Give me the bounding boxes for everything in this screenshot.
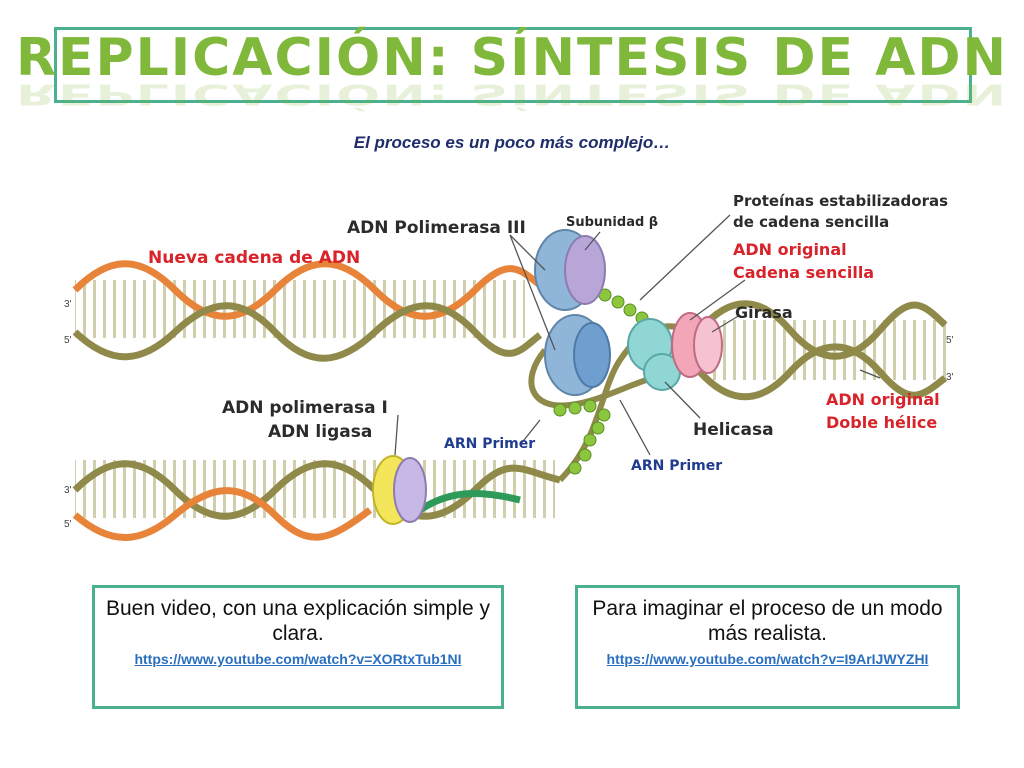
page-subtitle: El proceso es un poco más complejo… [0,133,1024,153]
upper-daughter-helix [75,264,540,359]
label-original-double-2: Doble hélice [826,413,937,432]
end-label: 5' [64,519,72,530]
label-beta-subunit: Subunidad β [566,215,658,230]
label-rna-primer-2: ARN Primer [631,458,722,474]
label-polymerase-i: ADN polimerasa I [222,398,388,418]
label-polymerase-iii: ADN Polimerasa III [347,218,526,238]
end-label: 5' [946,335,954,346]
video-link[interactable]: https://www.youtube.com/watch?v=XORtxTub… [95,649,501,670]
card-text: Buen video, con una explicación simple y… [95,588,501,646]
label-new-strand: Nueva cadena de ADN [148,248,360,268]
end-label: 3' [64,485,72,496]
label-ssb-1: Proteínas estabilizadoras [733,192,948,210]
video-link[interactable]: https://www.youtube.com/watch?v=I9ArIJWY… [578,649,957,670]
dna-polymerase-i [373,456,426,524]
label-original-single-2: Cadena sencilla [733,263,874,282]
label-ssb-2: de cadena sencilla [733,213,889,231]
dna-replication-diagram: ADN Polimerasa III Subunidad β Nueva cad… [0,160,1024,580]
card-text: Para imaginar el proceso de un modo más … [578,588,957,646]
label-original-single-1: ADN original [733,240,847,259]
title-reflection: REPLICACIÓN: SÍNTESIS DE ADN [0,78,1024,111]
label-ligase: ADN ligasa [268,422,372,442]
end-label: 3' [64,299,72,310]
label-original-double-1: ADN original [826,390,940,409]
dna-polymerase-iii [535,230,610,395]
video-card-2: Para imaginar el proceso de un modo más … [575,585,960,709]
video-card-1: Buen video, con una explicación simple y… [92,585,504,709]
label-helicase: Helicasa [693,420,774,440]
end-label: 5' [64,335,72,346]
gyrase [672,313,722,377]
end-label: 3' [946,372,954,383]
lower-daughter-helix [75,460,560,538]
label-gyrase: Girasa [735,303,793,322]
label-rna-primer-1: ARN Primer [444,436,535,452]
